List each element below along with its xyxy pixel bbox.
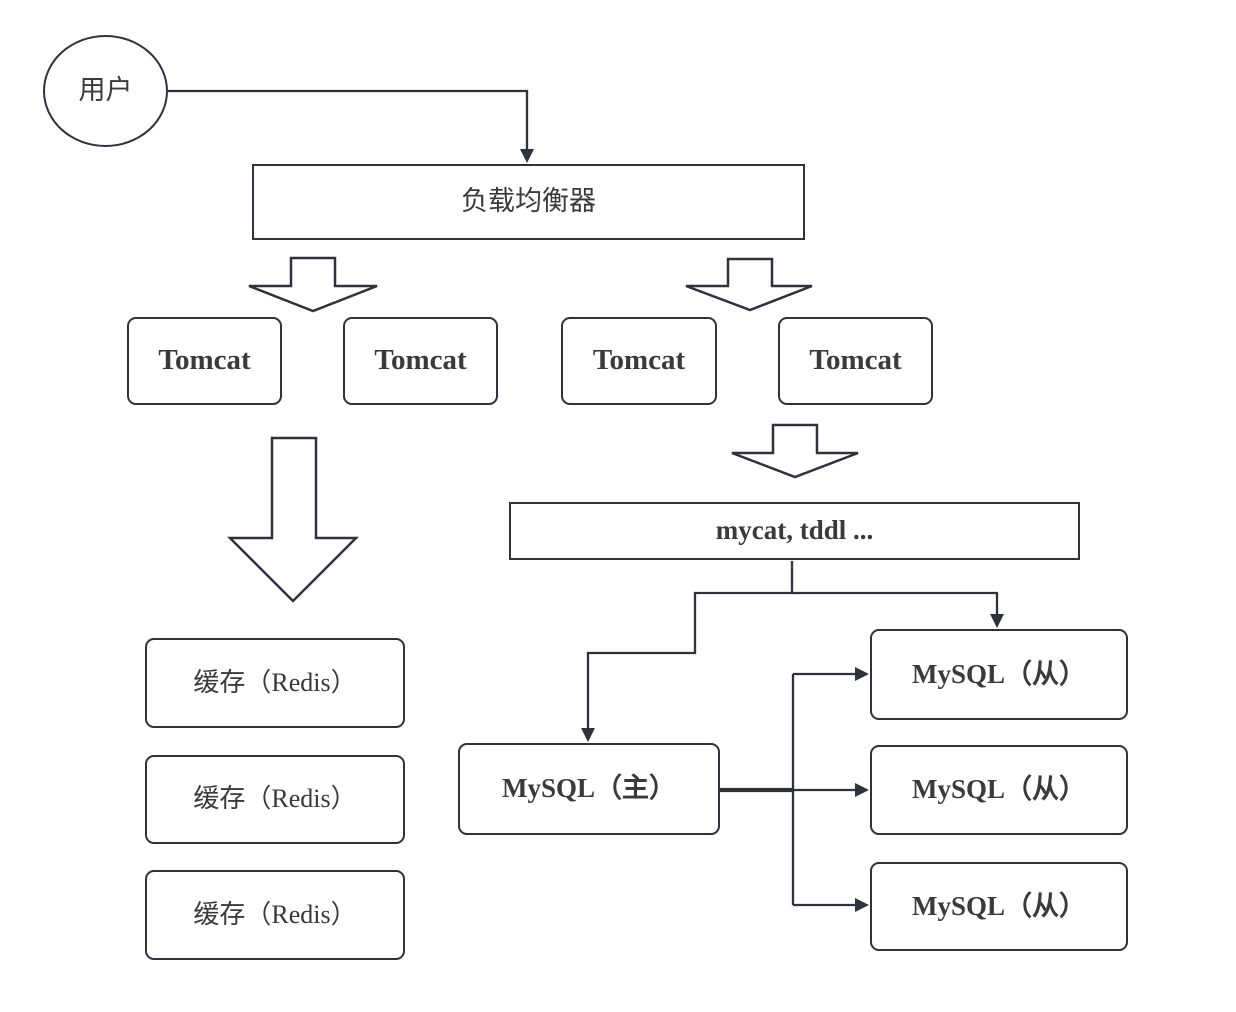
arrowhead-into-load-balancer	[520, 149, 534, 163]
arrowhead-into-slave-3-left	[855, 898, 869, 912]
arrowhead-into-slave-2-left	[855, 783, 869, 797]
mysql-slave-node-1: MySQL（从）	[870, 629, 1128, 720]
mysql-master-node: MySQL（主）	[458, 743, 720, 835]
mysql-slave-label: MySQL（从）	[911, 658, 1086, 689]
mysql-master-label: MySQL（主）	[501, 773, 676, 804]
user-node: 用户	[43, 35, 168, 147]
tomcat-node-1: Tomcat	[127, 317, 282, 405]
tomcat-node-4: Tomcat	[778, 317, 933, 405]
mysql-slave-node-2: MySQL（从）	[870, 745, 1128, 835]
tomcat-node-3: Tomcat	[561, 317, 717, 405]
cache-node-1: 缓存（Redis）	[145, 638, 405, 728]
middleware-label: mycat, tddl ...	[715, 515, 874, 546]
cache-node-2: 缓存（Redis）	[145, 755, 405, 844]
edge-user-to-load-balancer	[168, 89, 529, 150]
tomcat-label: Tomcat	[592, 344, 686, 377]
fat-down-arrow-right	[685, 257, 813, 312]
tomcat-node-2: Tomcat	[343, 317, 498, 405]
cache-label: 缓存（Redis）	[193, 899, 357, 929]
load-balancer-label: 负载均衡器	[461, 186, 596, 217]
fat-down-arrow-left	[248, 256, 378, 313]
middleware-node: mycat, tddl ...	[509, 502, 1080, 560]
tomcat-label: Tomcat	[158, 344, 251, 377]
fat-down-arrow-to-cache	[226, 436, 360, 603]
cache-node-3: 缓存（Redis）	[145, 870, 405, 960]
arrowhead-into-mysql-master	[581, 728, 595, 742]
arrowhead-into-slave-1-top	[990, 614, 1004, 628]
tomcat-label: Tomcat	[374, 344, 467, 377]
mysql-slave-label: MySQL（从）	[911, 890, 1086, 921]
user-label: 用户	[78, 75, 133, 106]
mysql-slave-node-3: MySQL（从）	[870, 862, 1128, 951]
cache-label: 缓存（Redis）	[193, 667, 357, 697]
edge-middleware-to-mysql-master	[586, 561, 794, 729]
mysql-slave-label: MySQL（从）	[911, 774, 1086, 805]
edge-middleware-to-mysql-slave-1	[792, 591, 999, 615]
cache-label: 缓存（Redis）	[193, 784, 357, 814]
load-balancer-node: 负载均衡器	[252, 164, 805, 240]
fat-down-arrow-to-middleware	[731, 423, 859, 479]
tomcat-label: Tomcat	[809, 344, 902, 377]
arrowhead-into-slave-1-left	[855, 667, 869, 681]
